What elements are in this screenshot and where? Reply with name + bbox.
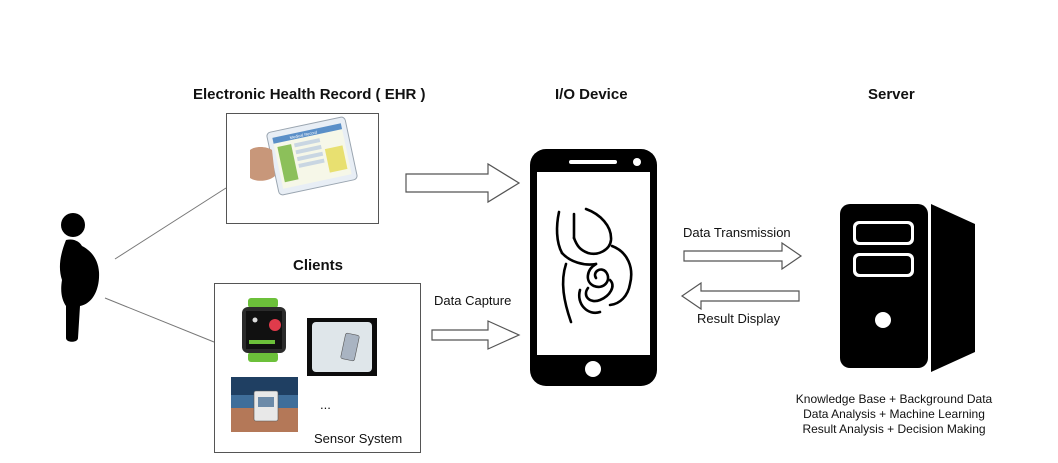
data-transmission-label: Data Transmission [683,225,791,240]
ehr-tablet-image: Medical Record [250,116,358,196]
result-display-arrow [680,281,800,311]
person-to-clients-line [104,297,215,343]
digestive-system-icon [555,207,633,324]
clients-ellipsis: ... [320,397,331,412]
blood-pressure-cuff-icon [231,377,298,432]
server-function-decision: Result Analysis + Decision Making [802,422,986,436]
data-capture-arrow [431,320,521,350]
data-transmission-arrow [683,241,803,271]
data-capture-label: Data Capture [434,293,512,308]
server-tower-icon [840,204,975,372]
ehr-title: Electronic Health Record ( EHR ) [193,86,426,103]
server-function-knowledge: Knowledge Base + Background Data [795,392,993,406]
server-function-analysis: Data Analysis + Machine Learning [803,407,985,421]
sensor-system-label: Sensor System [314,431,403,446]
ehr-card-heading: Medical Record [289,130,317,141]
clients-title: Clients [293,257,344,274]
smartwatch-icon [242,298,286,362]
smartphone-icon [530,149,657,386]
server-title: Server [868,86,915,103]
person-to-ehr-line [114,187,227,260]
io-device-title: I/O Device [555,86,628,103]
pregnant-person-icon [59,213,100,342]
ehr-to-device-arrow [405,162,521,204]
smart-scale-icon [307,318,377,376]
result-display-label: Result Display [697,311,781,326]
